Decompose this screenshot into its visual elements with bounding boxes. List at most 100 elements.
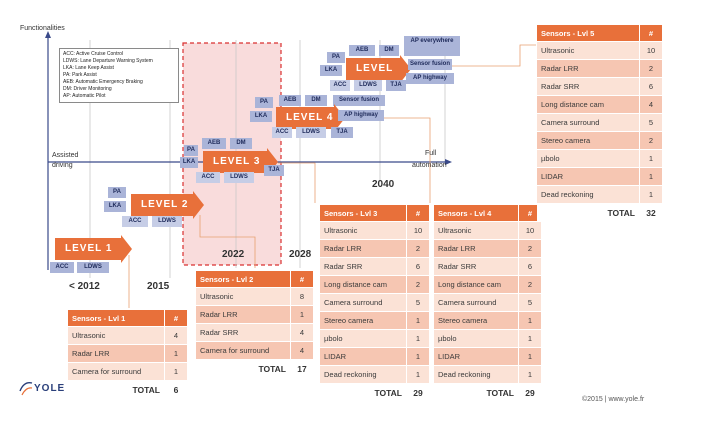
- table-count-header: #: [164, 310, 188, 327]
- sensor-name: Radar LRR: [537, 59, 640, 78]
- feature-tag-lka: LKA: [180, 157, 198, 168]
- sensor-name: Radar LRR: [68, 344, 165, 363]
- sensor-count: 4: [290, 323, 314, 342]
- feature-tag-pa: PA: [108, 187, 126, 198]
- sensor-name: LIDAR: [434, 347, 519, 366]
- sensor-name: Radar LRR: [434, 239, 519, 258]
- table-count-header: #: [518, 205, 542, 222]
- sensor-count: 2: [518, 275, 542, 294]
- sensor-name: µbolo: [320, 329, 407, 348]
- sensor-count: 2: [518, 239, 542, 258]
- y-axis-arrowhead: [45, 31, 51, 38]
- sensor-name: Camera for surround: [68, 362, 165, 381]
- legend-entry: DM: Driver Monitoring: [63, 86, 112, 92]
- sensor-count: 6: [518, 257, 542, 276]
- sensor-count: 6: [406, 257, 430, 276]
- sensor-count: 2: [639, 131, 663, 150]
- sensor-count: 1: [518, 311, 542, 330]
- x-axis-right-label-2: automation: [412, 162, 447, 169]
- feature-tag-ap-highway: AP highway: [406, 73, 454, 84]
- level-1-arrow: LEVEL 1: [55, 235, 132, 263]
- table-count-header: #: [290, 271, 314, 288]
- level-2-arrow: LEVEL 2: [131, 191, 204, 219]
- table-title: Sensors - Lvl 4: [434, 205, 519, 222]
- legend-entry: LKA: Lane Keep Assist: [63, 65, 114, 71]
- feature-tag-ldws: LDWS: [152, 216, 182, 227]
- sensor-count: 2: [406, 275, 430, 294]
- sensor-name: Stereo camera: [434, 311, 519, 330]
- sensor-count: 2: [639, 59, 663, 78]
- sensor-count: 1: [406, 329, 430, 348]
- feature-tag-lka: LKA: [104, 201, 126, 212]
- sensor-count: 1: [639, 149, 663, 168]
- total-count: 29: [518, 383, 542, 401]
- sensor-count: 4: [290, 341, 314, 360]
- sensor-count: 1: [406, 347, 430, 366]
- feature-tag-aeb: AEB: [279, 95, 301, 106]
- level-5-arrow: LEVEL 5: [346, 55, 411, 96]
- connector-lvl3: [278, 162, 316, 203]
- sensor-count: 8: [290, 287, 314, 306]
- feature-tag-pa: PA: [327, 52, 345, 63]
- table-count-header: #: [406, 205, 430, 222]
- sensor-name: Ultrasonic: [537, 41, 640, 60]
- table-count-header: #: [639, 25, 663, 42]
- sensor-count: 1: [164, 344, 188, 363]
- feature-tag-acc: ACC: [272, 127, 292, 138]
- feature-tag-lka: LKA: [320, 65, 342, 76]
- connector-lvl2: [199, 215, 256, 268]
- sensor-count: 1: [518, 329, 542, 348]
- sensor-name: Radar SRR: [320, 257, 407, 276]
- sensor-name: Radar LRR: [196, 305, 291, 324]
- abbreviation-legend: ACC: Active Cruise Control LDWS: Lane De…: [59, 48, 179, 103]
- total-label: TOTAL: [320, 383, 407, 401]
- sensor-name: Ultrasonic: [196, 287, 291, 306]
- sensor-name: Dead reckoning: [537, 185, 640, 204]
- sensor-count: 1: [518, 347, 542, 366]
- sensor-name: Stereo camera: [537, 131, 640, 150]
- yole-logo-icon: [19, 381, 33, 396]
- feature-tag-acc: ACC: [196, 172, 220, 183]
- year-label-2040: 2040: [372, 179, 395, 190]
- sensor-name: Radar SRR: [537, 77, 640, 96]
- sensor-name: Ultrasonic: [68, 326, 165, 345]
- feature-tag-ldws: LDWS: [354, 80, 382, 91]
- feature-tag-pa: PA: [255, 97, 273, 108]
- feature-tag-aeb: AEB: [202, 138, 226, 149]
- sensor-name: Camera surround: [434, 293, 519, 312]
- sensor-name: Camera for surround: [196, 341, 291, 360]
- year-label-pre-2012: < 2012: [69, 281, 100, 292]
- feature-tag-ap-highway: AP highway: [338, 110, 384, 121]
- sensor-count: 5: [518, 293, 542, 312]
- sensor-count: 5: [406, 293, 430, 312]
- feature-tag-ap-everywhere: AP everywhere: [404, 36, 460, 56]
- feature-tag-pa: PA: [184, 145, 198, 156]
- highlight-zone-border: [182, 42, 282, 266]
- total-label: TOTAL: [537, 203, 640, 221]
- yole-logo-text: YOLE: [34, 383, 66, 394]
- x-axis-left-label-2: driving: [52, 162, 73, 169]
- year-label-2015: 2015: [147, 281, 170, 292]
- x-axis-arrowhead: [445, 159, 452, 165]
- sensor-name: Dead reckoning: [434, 365, 519, 384]
- connector-lvl4: [345, 117, 431, 203]
- connector-lvl5: [418, 44, 536, 67]
- total-count: 29: [406, 383, 430, 401]
- table-title: Sensors - Lvl 5: [537, 25, 640, 42]
- sensor-name: µbolo: [537, 149, 640, 168]
- feature-tag-ldws: LDWS: [296, 127, 326, 138]
- sensor-count: 1: [406, 365, 430, 384]
- sensor-name: Ultrasonic: [320, 221, 407, 240]
- sensor-name: Dead reckoning: [320, 365, 407, 384]
- feature-tag-sensor-fusion: Sensor fusion: [408, 59, 452, 70]
- sensor-name: Stereo camera: [320, 311, 407, 330]
- feature-tag-acc: ACC: [50, 262, 74, 273]
- sensor-count: 1: [639, 185, 663, 204]
- legend-entry: ACC: Active Cruise Control: [63, 51, 124, 57]
- feature-tag-ldws: LDWS: [77, 262, 109, 273]
- feature-tag-tja: TJA: [264, 165, 284, 176]
- sensor-count: 1: [406, 311, 430, 330]
